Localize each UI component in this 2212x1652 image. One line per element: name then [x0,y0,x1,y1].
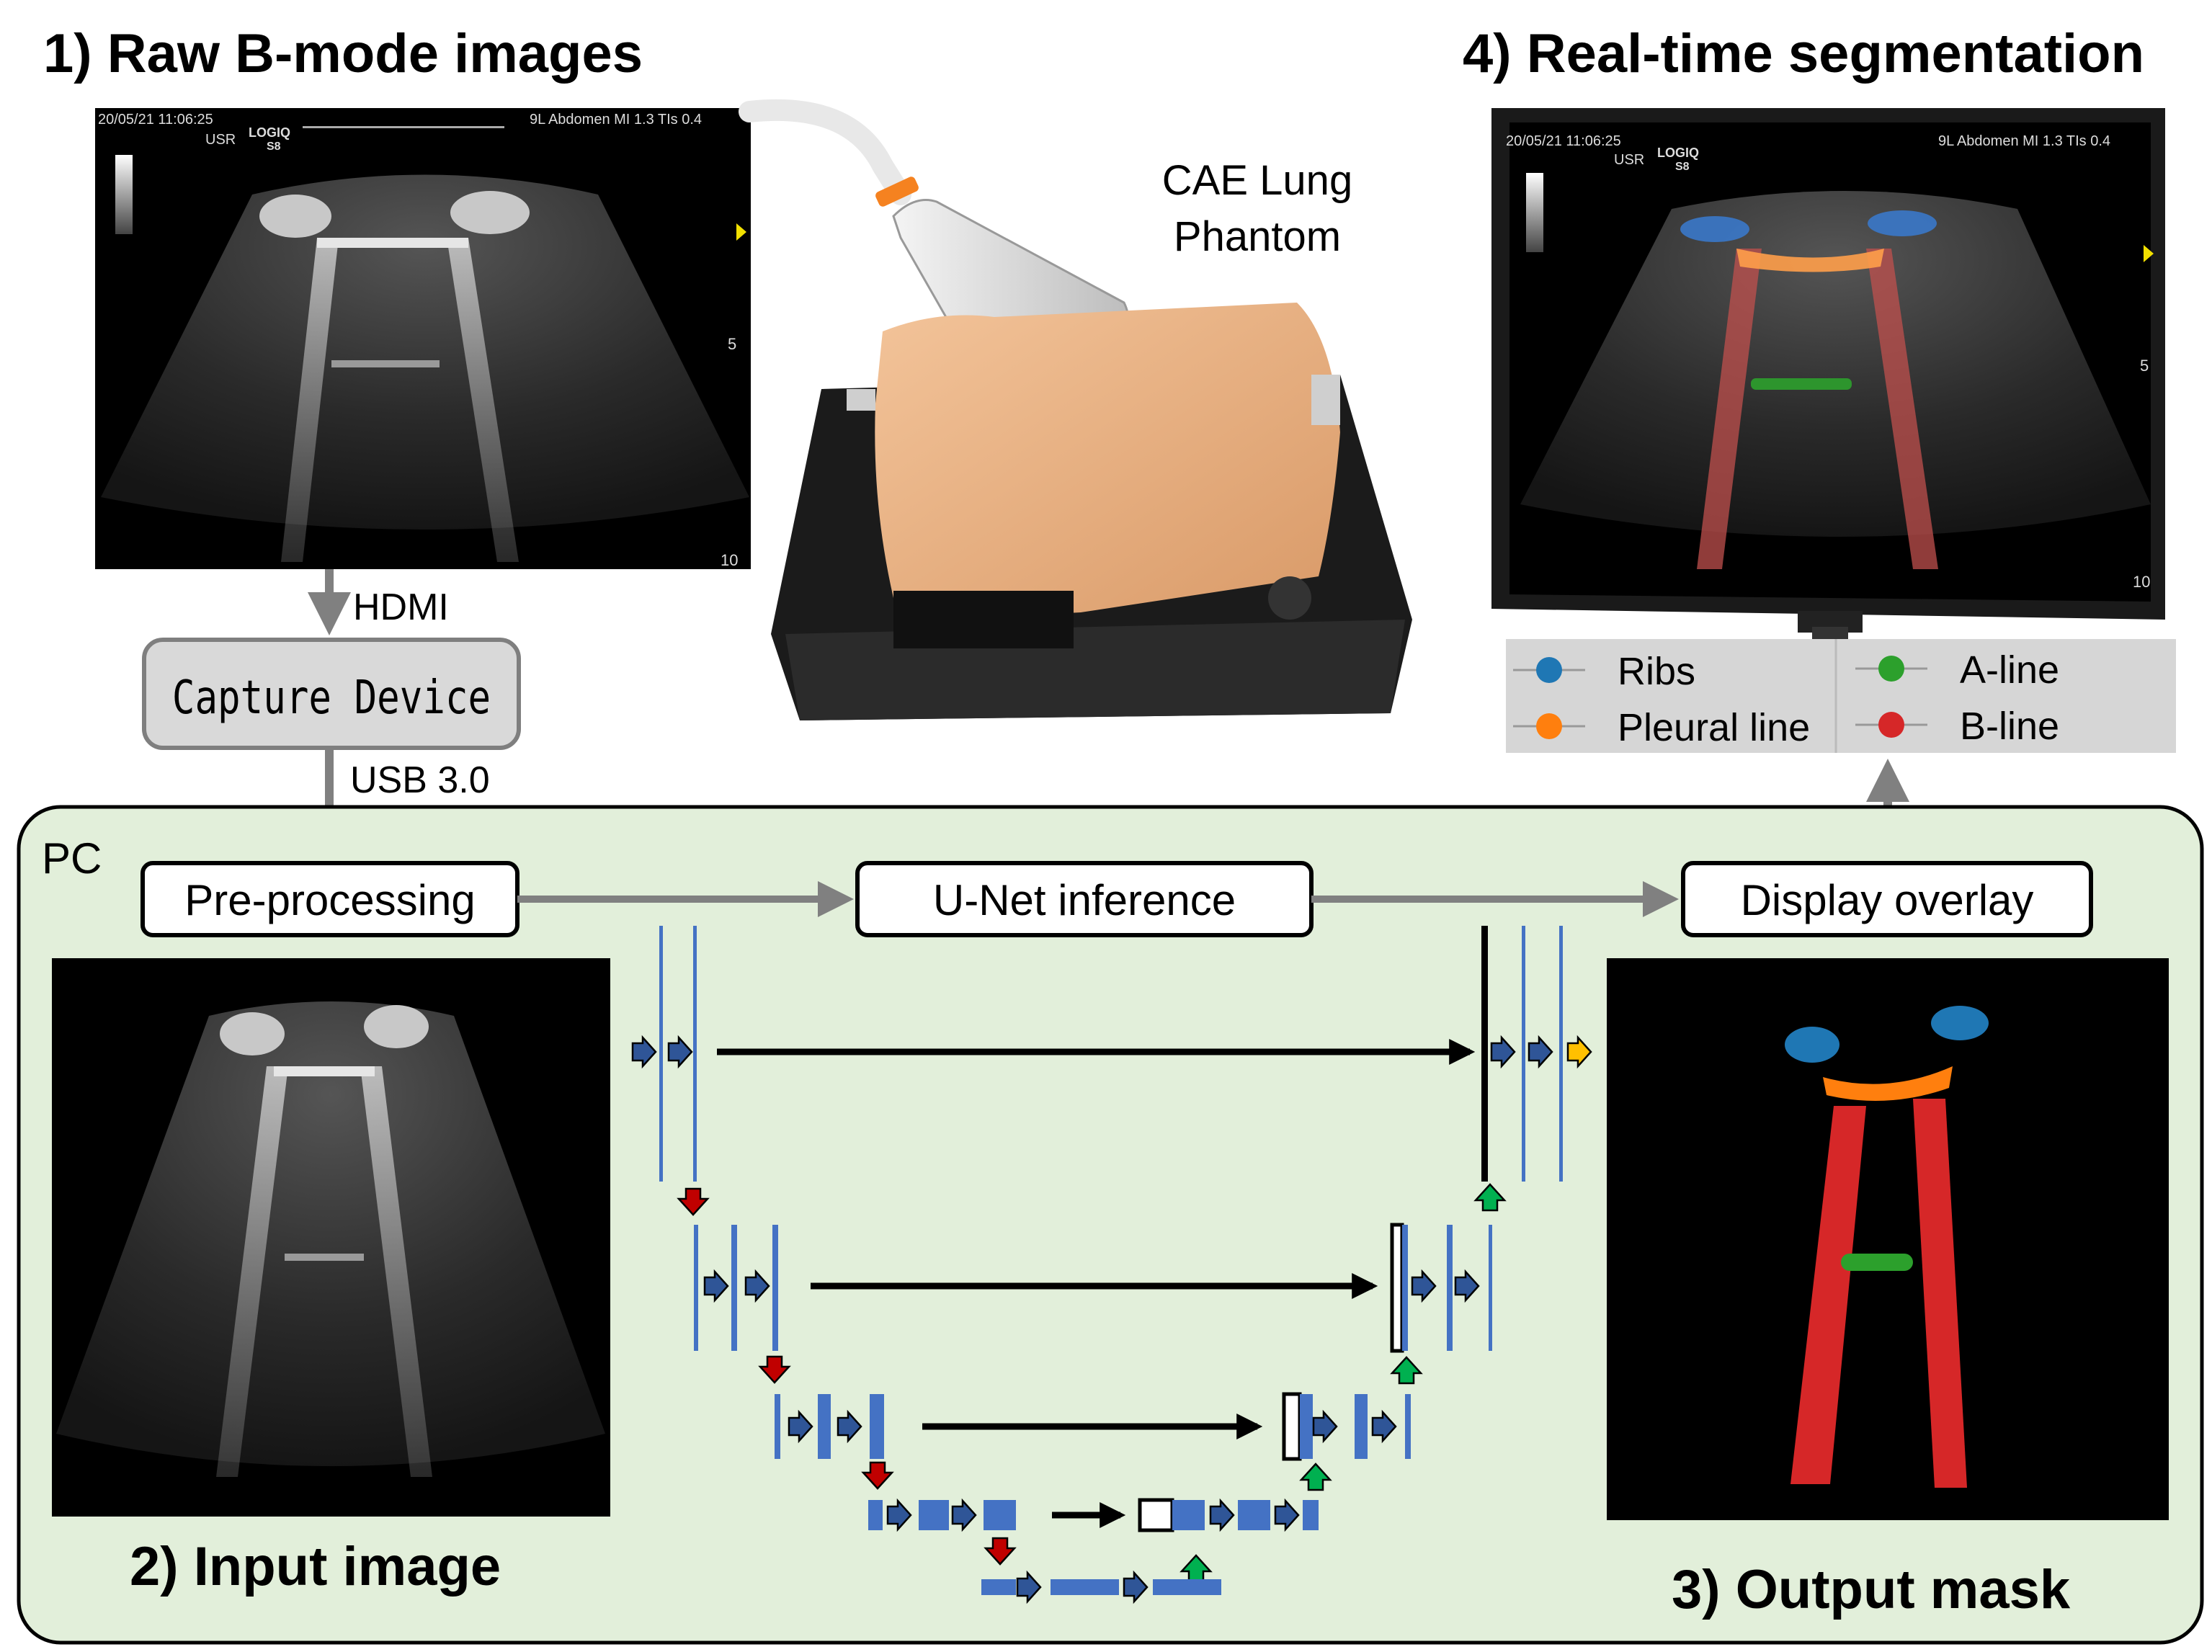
us-datetime: 20/05/21 11:06:25 [98,112,213,128]
title-realtime-segmentation: 4) Real-time segmentation [1463,23,2144,84]
us-logo-line2: S8 [267,140,281,153]
conv-arrow [1209,1498,1235,1532]
monitor-datetime: 20/05/21 11:06:25 [1506,133,1621,149]
title-input-image: 2) Input image [130,1536,501,1597]
maxpool-arrow [984,1537,1017,1566]
feature-map [694,1225,698,1351]
conv-arrow [667,1035,693,1069]
feature-map [731,1225,737,1351]
monitor-preset: 9L Abdomen MI 1.3 TIs 0.4 [1938,133,2110,149]
hdmi-label: HDMI [353,586,449,628]
unet-architecture [631,926,1592,1604]
usb-label: USB 3.0 [350,759,490,801]
legend-marker [1536,713,1562,739]
preprocessing-label: Pre-processing [184,876,476,924]
conv-arrow [1490,1035,1516,1069]
upconv-arrow [1390,1356,1423,1385]
title-output-mask: 3) Output mask [1672,1559,2071,1620]
us-depth-max: 10 [721,551,738,569]
feature-map [1559,926,1563,1182]
legend-label-ribs: Ribs [1618,650,1695,693]
conv-arrow [1123,1570,1149,1604]
feature-map [1238,1500,1270,1530]
capture-device-label: Capture Device [172,671,491,724]
legend-marker [1536,657,1562,683]
feature-map [772,1225,778,1351]
monitor-logo-line2: S8 [1675,161,1690,173]
feature-map [1051,1579,1119,1595]
feature-map [1447,1225,1453,1351]
display-overlay-label: Display overlay [1741,876,2034,924]
feature-map [1172,1500,1205,1530]
conv-arrow [837,1409,862,1444]
feature-map [693,926,697,1182]
title-raw-bmode: 1) Raw B-mode images [43,23,643,84]
conv-arrow [631,1035,657,1069]
monitor-depth-max: 10 [2133,573,2150,591]
monitor-logo-line1: LOGIQ [1657,146,1699,160]
feature-map [1153,1579,1221,1595]
feature-map [868,1500,883,1530]
maxpool-arrow [758,1355,791,1384]
conv-arrow [1528,1035,1553,1069]
concat-feature-map [1138,1498,1174,1532]
maxpool-arrow [861,1461,894,1490]
display-overlay-box [1681,861,2093,937]
conv-arrow [1454,1269,1480,1303]
feature-map [1489,1225,1492,1351]
conv-arrow [1312,1409,1338,1444]
feature-map [870,1394,884,1459]
feature-map [818,1394,831,1459]
conv-arrow [703,1269,729,1303]
conv-arrow [886,1498,912,1532]
feature-map [1405,1394,1411,1459]
lung-phantom-photo [771,303,1412,720]
feature-map [659,926,663,1182]
unet-label: U-Net inference [933,876,1236,924]
conv-arrow [951,1498,977,1532]
conv-arrow [744,1269,770,1303]
concat-feature-map [1481,926,1488,1182]
feature-map [1355,1394,1368,1459]
feature-map [984,1500,1016,1530]
conv-arrow [1016,1570,1042,1604]
conv-arrow [1411,1269,1437,1303]
us-preset: 9L Abdomen MI 1.3 TIs 0.4 [530,112,702,128]
pc-label: PC [42,834,102,883]
phantom-label-line1: CAE Lung [1162,157,1352,204]
feature-map [1303,1500,1319,1530]
legend-marker [1878,656,1904,682]
legend-label-b-line: B-line [1960,705,2059,748]
maxpool-arrow [677,1187,710,1216]
concat-feature-map [1390,1223,1404,1353]
monitor-depth-mid: 5 [2140,357,2149,375]
us-depth-mid: 5 [728,335,736,353]
upconv-arrow [1299,1463,1332,1491]
output-mask [1607,958,2169,1520]
feature-map [1522,926,1525,1182]
legend-marker [1878,712,1904,738]
feature-map [981,1579,1016,1595]
legend-label-a-line: A-line [1960,648,2059,692]
us-logo-line1: LOGIQ [249,125,290,140]
conv-arrow [1274,1498,1300,1532]
monitor-display: 20/05/21 11:06:25 USR LOGIQ S8 9L Abdome… [1491,108,2165,641]
raw-ultrasound-image: 20/05/21 11:06:25 USR LOGIQ S8 9L Abdome… [95,108,751,569]
phantom-label-line2: Phantom [1174,213,1341,260]
concat-feature-map [1282,1392,1302,1461]
input-image [52,958,610,1517]
upconv-arrow [1473,1183,1507,1212]
feature-map [919,1500,949,1530]
us-user: USR [205,132,236,148]
legend-label-pleural-line: Pleural line [1618,706,1810,749]
feature-map [1300,1394,1313,1459]
monitor-user: USR [1614,152,1644,168]
output-conv-arrow [1566,1035,1592,1069]
feature-map [775,1394,780,1459]
feature-map [1402,1225,1408,1351]
conv-arrow [1371,1409,1397,1444]
conv-arrow [788,1409,813,1444]
